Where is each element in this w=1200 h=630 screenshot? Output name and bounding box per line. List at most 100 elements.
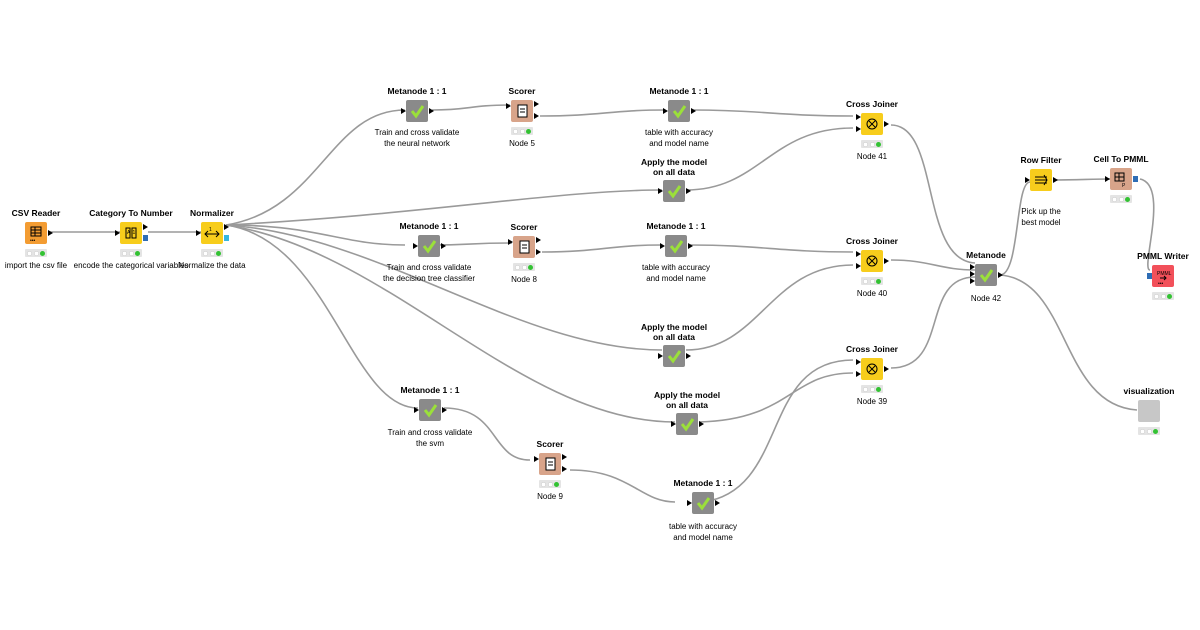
pmml-input-port[interactable] xyxy=(1147,273,1152,279)
output-port[interactable] xyxy=(686,188,691,194)
scorer-icon[interactable] xyxy=(513,236,535,258)
output-port[interactable] xyxy=(562,466,567,472)
output-port[interactable] xyxy=(688,243,693,249)
output-port[interactable] xyxy=(536,237,541,243)
input-port[interactable] xyxy=(856,359,861,365)
output-port[interactable] xyxy=(536,249,541,255)
input-port[interactable] xyxy=(970,278,975,284)
input-port[interactable] xyxy=(856,114,861,120)
node-title: Scorer xyxy=(510,222,538,232)
connection xyxy=(698,372,854,423)
cell-to-pmml-icon[interactable]: P xyxy=(1110,168,1132,190)
checkmark-icon[interactable] xyxy=(692,492,714,514)
output-port[interactable] xyxy=(562,454,567,460)
row-filter-icon[interactable] xyxy=(1030,169,1052,191)
output-port[interactable] xyxy=(224,224,229,230)
connection xyxy=(702,359,854,503)
node-status xyxy=(1110,195,1132,203)
model-output-port[interactable] xyxy=(224,235,229,241)
output-port[interactable] xyxy=(143,224,148,230)
checkmark-icon[interactable] xyxy=(665,235,687,257)
node-title: Metanode 1 : 1 xyxy=(387,86,447,96)
node-status xyxy=(1152,292,1174,300)
output-port[interactable] xyxy=(1053,177,1058,183)
scorer-icon[interactable] xyxy=(511,100,533,122)
input-port[interactable] xyxy=(115,230,120,236)
model-output-port[interactable] xyxy=(143,235,148,241)
checkmark-icon[interactable] xyxy=(419,399,441,421)
component-icon[interactable] xyxy=(1138,400,1160,422)
node-description: Train and cross validate the neural netw… xyxy=(374,128,460,148)
node-status xyxy=(511,127,533,135)
input-port[interactable] xyxy=(856,371,861,377)
node-title: Category To Number xyxy=(89,208,173,218)
checkmark-icon[interactable] xyxy=(418,235,440,257)
input-port[interactable] xyxy=(413,243,418,249)
input-port[interactable] xyxy=(506,103,511,109)
input-port[interactable] xyxy=(970,264,975,270)
output-port[interactable] xyxy=(884,366,889,372)
output-port[interactable] xyxy=(884,121,889,127)
cross-joiner-icon[interactable] xyxy=(861,358,883,380)
output-port[interactable] xyxy=(884,258,889,264)
node-description: Node 39 xyxy=(856,397,888,406)
node-title: Metanode xyxy=(966,250,1006,260)
input-port[interactable] xyxy=(658,353,663,359)
output-port[interactable] xyxy=(441,243,446,249)
table-reader-icon[interactable]: ••• xyxy=(25,222,47,244)
output-port[interactable] xyxy=(429,108,434,114)
node-status xyxy=(861,140,883,148)
connection xyxy=(443,407,531,461)
checkmark-icon[interactable] xyxy=(676,413,698,435)
input-port[interactable] xyxy=(856,126,861,132)
output-port[interactable] xyxy=(998,272,1003,278)
input-port[interactable] xyxy=(658,188,663,194)
input-port[interactable] xyxy=(534,456,539,462)
pmml-output-port[interactable] xyxy=(1133,176,1138,182)
input-port[interactable] xyxy=(856,251,861,257)
pmml-writer-icon[interactable]: PMML••• xyxy=(1152,265,1174,287)
cross-joiner-icon[interactable] xyxy=(861,113,883,135)
output-port[interactable] xyxy=(534,101,539,107)
node-title: Metanode 1 : 1 xyxy=(399,221,459,231)
scorer-icon[interactable] xyxy=(539,453,561,475)
input-port[interactable] xyxy=(414,407,419,413)
node-title: Normalizer xyxy=(190,208,234,218)
output-port[interactable] xyxy=(48,230,53,236)
input-port[interactable] xyxy=(856,263,861,269)
output-port[interactable] xyxy=(691,108,696,114)
node-title: Cross Joiner xyxy=(846,99,898,109)
input-port[interactable] xyxy=(508,239,513,245)
output-port[interactable] xyxy=(699,421,704,427)
output-port[interactable] xyxy=(686,353,691,359)
checkmark-icon[interactable] xyxy=(406,100,428,122)
output-port[interactable] xyxy=(715,500,720,506)
input-port[interactable] xyxy=(687,500,692,506)
node-title: Row Filter xyxy=(1020,155,1062,165)
connection xyxy=(999,181,1031,276)
input-port[interactable] xyxy=(970,271,975,277)
checkmark-icon[interactable] xyxy=(975,264,997,286)
node-description: Node 41 xyxy=(856,152,888,161)
input-port[interactable] xyxy=(660,243,665,249)
checkmark-icon[interactable] xyxy=(663,180,685,202)
node-title: Metanode 1 : 1 xyxy=(673,478,733,488)
node-description: Node 8 xyxy=(511,275,537,284)
input-port[interactable] xyxy=(671,421,676,427)
checkmark-icon[interactable] xyxy=(663,345,685,367)
input-port[interactable] xyxy=(401,108,406,114)
input-port[interactable] xyxy=(1105,176,1110,182)
checkmark-icon[interactable] xyxy=(668,100,690,122)
connection xyxy=(225,189,663,226)
cross-joiner-icon[interactable] xyxy=(861,250,883,272)
input-port[interactable] xyxy=(663,108,668,114)
node-description: table with accuracy and model name xyxy=(668,522,738,542)
connection xyxy=(431,104,511,111)
input-port[interactable] xyxy=(1025,177,1030,183)
output-port[interactable] xyxy=(442,407,447,413)
input-port[interactable] xyxy=(196,230,201,236)
normalizer-icon[interactable]: 1 xyxy=(201,222,223,244)
output-port[interactable] xyxy=(534,113,539,119)
